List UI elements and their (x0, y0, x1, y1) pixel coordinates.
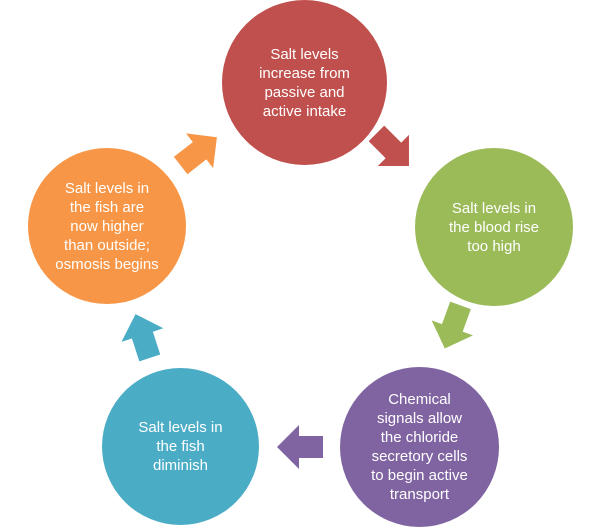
step-label: Salt levels in the fish diminish (138, 419, 223, 474)
cycle-step-chemical-signals: Chemical signals allow the chloride secr… (340, 367, 499, 527)
cycle-step-salt-diminish: Salt levels in the fish diminish (102, 368, 259, 525)
arrow-icon (173, 133, 217, 175)
step-label: Chemical signals allow the chloride secr… (371, 391, 468, 503)
step-label: Salt levels increase from passive and ac… (259, 45, 350, 120)
arrow-icon (368, 125, 409, 166)
arrow-icon (431, 301, 473, 349)
cycle-step-osmosis-begins: Salt levels in the fish are now higher t… (28, 148, 186, 304)
step-label: Salt levels in the fish are now higher t… (55, 179, 159, 273)
arrow-icon (121, 314, 164, 362)
cycle-step-blood-salt-high: Salt levels in the blood rise too high (415, 148, 573, 306)
cycle-step-salt-intake: Salt levels increase from passive and ac… (222, 0, 387, 165)
arrow-icon (277, 425, 323, 469)
step-label: Salt levels in the blood rise too high (448, 199, 540, 255)
